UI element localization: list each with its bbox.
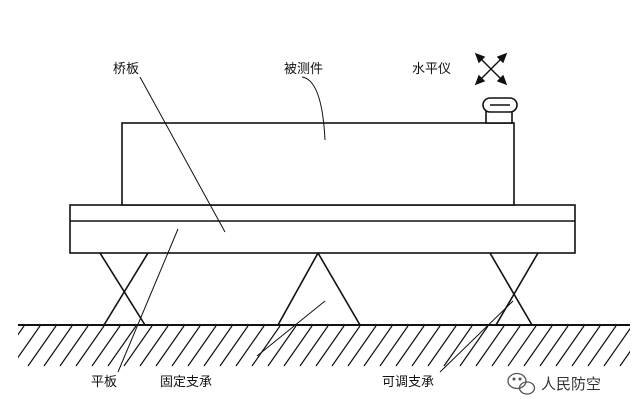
- hatch-line: [91, 325, 121, 367]
- hatch-line: [347, 325, 377, 367]
- hatch-line: [219, 325, 249, 367]
- wechat-icon: [507, 372, 536, 395]
- hatch-line: [267, 325, 297, 367]
- hatch-line: [395, 325, 425, 367]
- hatch-line: [523, 325, 553, 367]
- hatch-line: [587, 325, 617, 367]
- hatch-line: [507, 325, 537, 367]
- label-flat-plate: 平板: [91, 375, 117, 390]
- hatch-line: [443, 325, 473, 367]
- hatch-line: [107, 325, 137, 367]
- hatch-line: [539, 325, 569, 367]
- hatch-line: [427, 325, 457, 367]
- hatch-line: [43, 325, 73, 367]
- hatch-line: [155, 325, 185, 367]
- hatch-line: [363, 325, 393, 367]
- hatch-line: [475, 325, 505, 367]
- hatch-line: [555, 325, 585, 367]
- hatch-line: [331, 325, 361, 367]
- ground-hatching: [18, 325, 630, 367]
- hatch-line: [251, 325, 281, 367]
- hatch-line: [315, 325, 345, 367]
- hatch-line: [283, 325, 313, 367]
- hatch-line: [187, 325, 217, 367]
- hatch-line: [571, 325, 601, 367]
- label-bridge-plate: 桥板: [113, 62, 139, 77]
- hatch-line: [18, 325, 25, 336]
- hatch-line: [203, 325, 233, 367]
- hatch-line: [123, 325, 153, 367]
- level-instrument: [482, 97, 518, 124]
- hatch-line: [603, 327, 630, 367]
- leader-workpiece: [301, 76, 326, 141]
- left-support: [99, 252, 149, 326]
- hatch-line: [18, 325, 41, 359]
- hatch-line: [619, 350, 630, 367]
- fixed-support: [277, 251, 361, 326]
- label-fixed-support: 固定支承: [160, 375, 212, 390]
- leader-flat-plate: [117, 228, 179, 373]
- hatch-line: [75, 325, 105, 367]
- hatch-line: [459, 325, 489, 367]
- hatch-line: [379, 325, 409, 367]
- leader-adjustable-support: [439, 300, 514, 373]
- label-level: 水平仪: [412, 62, 451, 77]
- label-workpiece: 被测件: [284, 62, 323, 77]
- watermark: 人民防空: [507, 372, 601, 395]
- hatch-line: [139, 325, 169, 367]
- hatch-line: [491, 325, 521, 367]
- adjustable-support: [489, 252, 539, 326]
- leader-fixed-support: [256, 300, 326, 357]
- flat-plate: [69, 204, 576, 254]
- leader-bridge-plate: [139, 76, 226, 233]
- hatch-line: [235, 325, 265, 367]
- hatch-line: [27, 325, 57, 367]
- hatch-line: [59, 325, 89, 367]
- direction-arrows-icon: [474, 52, 508, 86]
- hatch-line: [299, 325, 329, 367]
- hatch-line: [171, 325, 201, 367]
- watermark-text: 人民防空: [541, 375, 601, 393]
- label-adjustable-support: 可调支承: [382, 375, 434, 390]
- workpiece-box: [121, 122, 515, 206]
- hatch-line: [411, 325, 441, 367]
